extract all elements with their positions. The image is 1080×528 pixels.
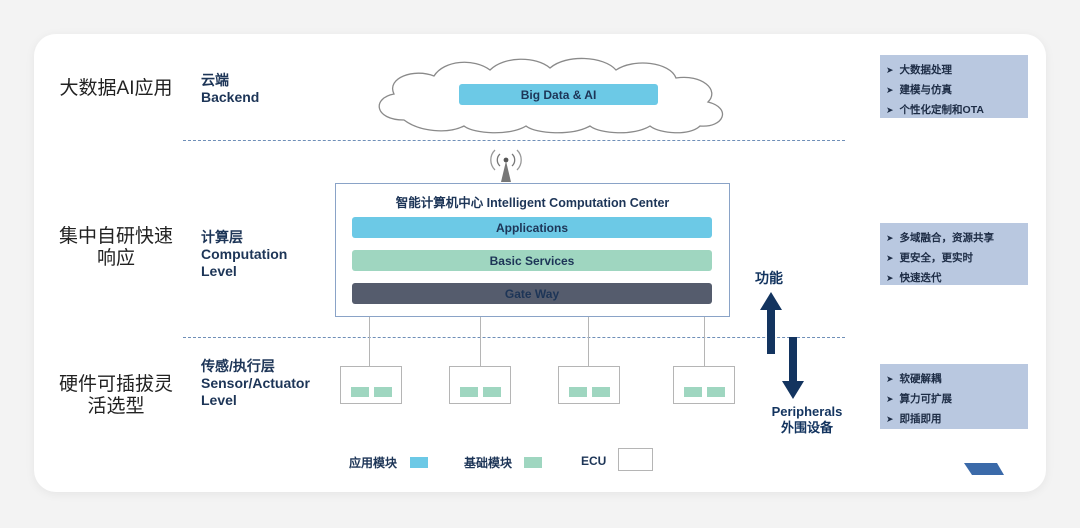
side-box-middle-text-1: 多域融合，资源共享	[899, 232, 995, 244]
layer-sensor: 传感/执行层 Sensor/Actuator Level	[201, 358, 310, 409]
side-box-top-text-2: 建模与仿真	[899, 84, 953, 96]
side-box-middle-text-2: 更安全，更实时	[899, 252, 974, 264]
ecu-module	[483, 387, 501, 397]
legend-base-module-label: 基础模块	[464, 456, 513, 470]
side-box-middle-item-3: ➤ 快速迭代	[886, 268, 1028, 288]
bullet-arrow-icon: ➤	[886, 414, 894, 424]
peripherals-label-en: Peripherals	[771, 404, 843, 419]
ecu-module	[684, 387, 702, 397]
ecu-box-3	[558, 366, 620, 404]
ecu-module	[592, 387, 610, 397]
computation-center-title: 智能计算机中心 Intelligent Computation Center	[395, 196, 670, 210]
layer-sensor-en2: Level	[201, 392, 237, 408]
layer-cloud-en: Backend	[201, 89, 260, 105]
applications-bar: Applications	[352, 217, 712, 238]
ecu-box-4	[673, 366, 735, 404]
ecu-connector-1	[369, 317, 370, 366]
legend-base-module-swatch	[524, 457, 542, 468]
side-box-top-item-1: ➤ 大数据处理	[886, 60, 1028, 80]
corner-decoration	[964, 463, 1004, 475]
arrow-down-icon	[782, 337, 804, 399]
side-box-bottom-text-3: 即插即用	[899, 413, 942, 425]
bullet-arrow-icon: ➤	[886, 394, 894, 404]
legend-ecu-swatch	[618, 448, 653, 471]
separator-bottom	[183, 337, 845, 338]
ecu-box-2	[449, 366, 511, 404]
side-box-bottom-text-1: 软硬解耦	[899, 373, 942, 385]
legend-ecu-label: ECU	[581, 454, 607, 468]
side-box-bottom-text-2: 算力可扩展	[899, 393, 953, 405]
gateway-bar: Gate Way	[352, 283, 712, 304]
side-box-top-text-1: 大数据处理	[899, 64, 953, 76]
side-box-top-item-3: ➤ 个性化定制和OTA	[886, 100, 1028, 120]
separator-top	[183, 140, 845, 141]
layer-sensor-en1: Sensor/Actuator	[201, 375, 310, 391]
ecu-box-1	[340, 366, 402, 404]
cloud-bar-big-data-ai: Big Data & AI	[459, 84, 658, 105]
side-box-bottom-item-1: ➤ 软硬解耦	[886, 369, 1028, 389]
ecu-connector-2	[480, 317, 481, 366]
antenna-icon	[490, 149, 522, 182]
bullet-arrow-icon: ➤	[886, 253, 894, 263]
layer-cloud-cn: 云端	[201, 72, 229, 88]
bullet-arrow-icon: ➤	[886, 85, 894, 95]
side-box-bottom: ➤ 软硬解耦 ➤ 算力可扩展 ➤ 即插即用	[880, 364, 1028, 429]
layer-compute-en1: Computation	[201, 246, 288, 262]
arrow-up-icon	[760, 292, 782, 354]
legend-app-module-swatch	[410, 457, 428, 468]
layer-compute: 计算层 Computation Level	[201, 229, 287, 280]
ecu-module	[374, 387, 392, 397]
bullet-arrow-icon: ➤	[886, 233, 894, 243]
side-box-middle-item-1: ➤ 多域融合，资源共享	[886, 228, 1028, 248]
ecu-module	[569, 387, 587, 397]
peripherals-label: Peripherals 外围设备	[757, 404, 857, 436]
bullet-arrow-icon: ➤	[886, 105, 894, 115]
function-label: 功能	[755, 270, 783, 286]
side-box-middle: ➤ 多域融合，资源共享 ➤ 更安全，更实时 ➤ 快速迭代	[880, 223, 1028, 285]
side-box-bottom-item-2: ➤ 算力可扩展	[886, 389, 1028, 409]
bullet-arrow-icon: ➤	[886, 65, 894, 75]
side-box-top: ➤ 大数据处理 ➤ 建模与仿真 ➤ 个性化定制和OTA	[880, 55, 1028, 118]
ecu-module	[707, 387, 725, 397]
ecu-connector-4	[704, 317, 705, 366]
basic-services-bar: Basic Services	[352, 250, 712, 271]
layer-compute-en2: Level	[201, 263, 237, 279]
side-box-middle-text-3: 快速迭代	[899, 272, 942, 284]
layer-cloud: 云端 Backend	[201, 72, 259, 106]
layer-compute-cn: 计算层	[201, 229, 243, 245]
side-box-middle-item-2: ➤ 更安全，更实时	[886, 248, 1028, 268]
ecu-connector-3	[588, 317, 589, 366]
side-box-bottom-item-3: ➤ 即插即用	[886, 409, 1028, 429]
left-title-bottom: 硬件可插拔灵活选型	[58, 374, 173, 417]
bullet-arrow-icon: ➤	[886, 374, 894, 384]
left-title-top: 大数据AI应用	[59, 78, 173, 99]
ecu-module	[460, 387, 478, 397]
left-title-middle: 集中自研快速响应	[58, 226, 173, 269]
ecu-module	[351, 387, 369, 397]
side-box-top-text-3: 个性化定制和OTA	[899, 104, 984, 116]
layer-sensor-cn: 传感/执行层	[201, 358, 275, 374]
side-box-top-item-2: ➤ 建模与仿真	[886, 80, 1028, 100]
peripherals-label-cn: 外围设备	[780, 420, 833, 435]
bullet-arrow-icon: ➤	[886, 273, 894, 283]
legend-app-module-label: 应用模块	[349, 456, 398, 470]
